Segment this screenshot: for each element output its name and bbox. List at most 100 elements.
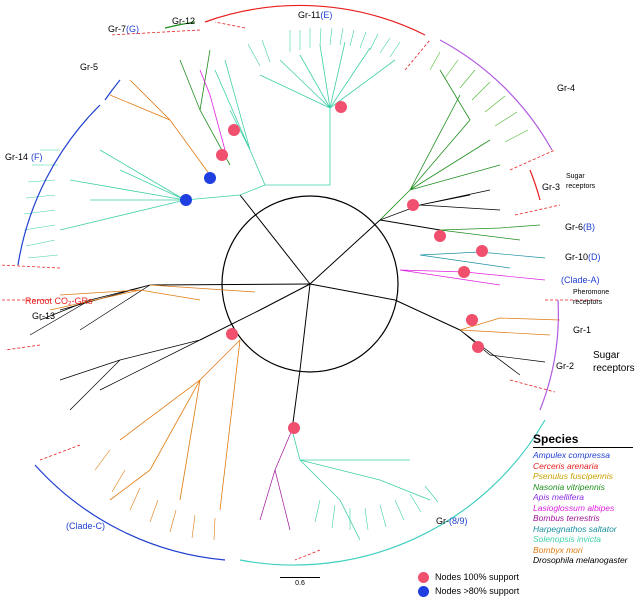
label-clade-a: (Clade-A) xyxy=(561,275,600,285)
legend-item: Lasioglossum albipes xyxy=(533,502,615,513)
label-gr3: Gr-3 xyxy=(542,182,560,192)
label-gr4: Gr-4 xyxy=(557,83,575,93)
node-100 xyxy=(407,199,419,211)
legend-item: Bombus terrestris xyxy=(533,513,600,523)
arc-gr4 xyxy=(439,39,553,151)
svg-text:Gr-6(B): Gr-6(B) xyxy=(565,222,595,232)
clade-a-branches xyxy=(399,269,546,286)
clade-gr4-branches xyxy=(379,69,501,221)
svg-text:Gr-14(F): Gr-14(F) xyxy=(5,152,43,162)
sugar-big-2: receptors xyxy=(593,363,635,374)
support-partial-label: Nodes >80% support xyxy=(435,586,520,596)
support-partial-dot xyxy=(418,585,429,597)
node-100 xyxy=(476,245,488,257)
node-100 xyxy=(228,124,240,136)
arc-gr14 xyxy=(17,104,101,266)
arc-gr5 xyxy=(104,79,121,101)
clade-orange-left-branches xyxy=(49,284,256,311)
node-80 xyxy=(204,172,216,184)
label-gr5: Gr-5 xyxy=(80,62,98,72)
svg-text:Gr-7(G): Gr-7(G) xyxy=(108,24,139,34)
clade-c-branches xyxy=(109,339,241,511)
scale-bar-label: 0.6 xyxy=(295,580,305,587)
sector-dividers xyxy=(0,21,600,561)
svg-text:Gr-11(E): Gr-11(E) xyxy=(298,10,332,20)
support-full-label: Nodes 100% support xyxy=(435,572,520,582)
legend-item: Cerceris arenaria xyxy=(533,460,599,471)
clade-gr12-branches xyxy=(179,49,231,166)
node-100 xyxy=(434,230,446,242)
clade-gr14-leaves xyxy=(23,149,60,259)
label-reroot: Reroot CO₂-GRs xyxy=(25,296,93,306)
label-gr7-sub: (G) xyxy=(126,24,139,34)
label-gr12: Gr-12 xyxy=(172,16,195,26)
support-partial-row: Nodes >80% support xyxy=(418,584,519,598)
sugar-small-1: Sugar xyxy=(566,173,585,180)
node-100 xyxy=(288,422,300,434)
arc-gr3 xyxy=(529,169,541,201)
clade-gr5-branches xyxy=(109,79,211,176)
support-full-dot xyxy=(418,571,429,583)
pheromone-1: Pheromone xyxy=(573,289,609,296)
label-gr10-sub: (D) xyxy=(588,252,601,262)
clade-arcs xyxy=(17,4,559,566)
label-gr14: Gr-14 xyxy=(5,152,28,162)
node-100 xyxy=(458,266,470,278)
arc-gr89 xyxy=(239,419,546,566)
clade-gr3-branches xyxy=(379,189,501,221)
node-100 xyxy=(335,101,347,113)
label-gr6: Gr-6 xyxy=(565,222,583,232)
label-gr89-sub: (8/9) xyxy=(449,516,468,526)
scale-bar: 0.6 xyxy=(280,577,320,587)
clade-gr6-branches xyxy=(439,224,541,241)
clade-gr4-leaves xyxy=(429,51,529,143)
node-80 xyxy=(180,194,192,206)
clade-gr11-branches xyxy=(214,41,396,196)
sugar-small-2: receptors xyxy=(566,183,596,190)
support-full-row: Nodes 100% support xyxy=(418,570,519,584)
node-100 xyxy=(472,341,484,353)
node-100 xyxy=(226,328,238,340)
root-circle xyxy=(221,195,399,373)
label-gr7: Gr-7 xyxy=(108,24,126,34)
legend-item: Apis mellifera xyxy=(533,492,585,502)
label-gr1: Gr-1 xyxy=(573,325,591,335)
arc-gr11 xyxy=(204,4,426,36)
clade-gr89-branches xyxy=(291,429,431,541)
legend-item: Nasonia vitripennis xyxy=(533,481,605,492)
label-gr14-sub: (F) xyxy=(31,152,43,162)
svg-text:Gr-2: Gr-2 xyxy=(556,361,574,371)
tree-backbone xyxy=(149,194,461,431)
sugar-big-1: Sugar xyxy=(593,350,620,361)
arc-clade-c xyxy=(34,464,226,561)
arc-gr7 xyxy=(164,21,196,29)
legend-item: Solenopsis invicta xyxy=(533,534,602,544)
label-gr89: Gr- xyxy=(436,516,449,526)
svg-text:Gr-3: Gr-3 xyxy=(542,182,560,192)
clade-gr2-branches xyxy=(459,329,546,376)
svg-text:Gr-10(D): Gr-10(D) xyxy=(565,252,601,262)
legend-item: Drosophila melanogaster xyxy=(533,555,628,565)
legend-item: Harpegnathos saltator xyxy=(533,523,617,534)
label-gr10: Gr-10 xyxy=(565,252,588,262)
clade-gr89-leaves xyxy=(314,485,439,531)
clade-gr1-branches xyxy=(459,317,561,336)
svg-text:Gr-1: Gr-1 xyxy=(573,325,591,335)
legend-item: Ampulex compressa xyxy=(533,450,611,460)
support-nodes xyxy=(180,101,488,434)
clade-gr7-branches xyxy=(199,69,226,151)
scale-bar-line xyxy=(280,577,320,578)
clade-gr11-leaves xyxy=(247,27,401,67)
arc-sugar xyxy=(539,299,559,411)
clade-gr14-branches xyxy=(59,149,241,231)
clade-labels: Gr-11(E) Gr-12 Gr-7(G) Gr-5 Gr-14(F) Gr-… xyxy=(5,10,635,531)
pheromone-2: receptors xyxy=(573,299,603,306)
legend-title: Species xyxy=(533,432,633,448)
label-gr11: Gr-11 xyxy=(298,10,320,20)
legend-item: Bombyx mori xyxy=(533,544,583,555)
clade-purple-bottom-branches xyxy=(259,429,293,531)
label-clade-c: (Clade-C) xyxy=(66,521,105,531)
